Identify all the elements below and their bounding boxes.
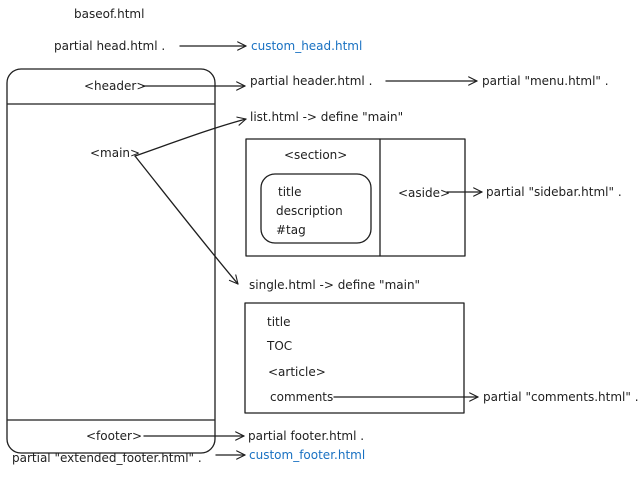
custom-head-label: custom_head.html — [251, 39, 362, 53]
single-container — [244, 302, 465, 414]
partial-header-label: partial header.html . — [250, 74, 372, 88]
section-tag-label: <section> — [284, 148, 347, 162]
list-define-label: list.html -> define "main" — [250, 110, 403, 124]
section-card — [260, 173, 372, 244]
baseof-label: baseof.html — [74, 7, 144, 21]
card-tag-label: #tag — [276, 223, 306, 237]
single-toc-label: TOC — [266, 339, 292, 353]
footer-tag-label: <footer> — [86, 429, 142, 443]
partial-comments-label: partial "comments.html" . — [483, 390, 639, 404]
list-container — [245, 138, 466, 257]
partial-head-label: partial head.html . — [54, 39, 165, 53]
main-to-single-arrow — [134, 155, 239, 285]
single-comments-label: comments — [270, 390, 333, 404]
partial-sidebar-label: partial "sidebar.html" . — [486, 185, 622, 199]
page-outline — [6, 68, 216, 454]
header-tag-label: <header> — [84, 79, 146, 93]
card-title-label: title — [278, 185, 301, 199]
card-description-label: description — [276, 204, 343, 218]
main-tag-label: <main> — [90, 146, 140, 160]
partial-menu-label: partial "menu.html" . — [482, 74, 609, 88]
aside-tag-label: <aside> — [398, 186, 450, 200]
partial-footer-label: partial footer.html . — [248, 429, 364, 443]
single-title-label: title — [267, 315, 290, 329]
partial-extended-footer-label: partial "extended_footer.html" . — [12, 451, 202, 465]
single-define-label: single.html -> define "main" — [249, 278, 420, 292]
main-to-list-arrow — [134, 116, 247, 157]
single-article-label: <article> — [268, 365, 326, 379]
custom-footer-label: custom_footer.html — [249, 448, 365, 462]
